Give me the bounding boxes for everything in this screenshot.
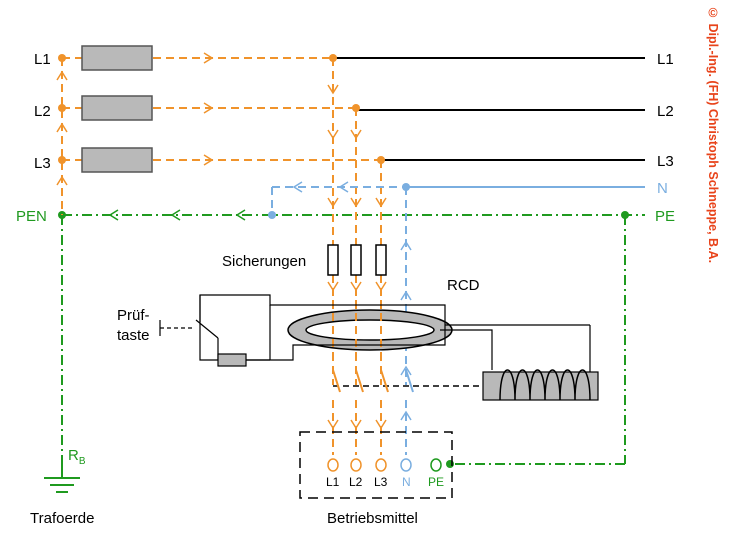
- pe-arrows: [108, 209, 246, 221]
- fuse-blocks: [81, 45, 153, 173]
- fuses: [327, 244, 387, 276]
- test-button-label-2: taste: [117, 327, 150, 344]
- rcd-contacts: [332, 369, 414, 393]
- test-button-icon: [159, 295, 219, 360]
- left-label-l3: L3: [34, 155, 51, 172]
- right-label-l2: L2: [657, 103, 674, 120]
- neutral-arrows: [292, 181, 412, 421]
- test-resistor: [217, 353, 247, 367]
- left-label-pen: PEN: [16, 208, 47, 225]
- neutral-junction: [402, 183, 410, 191]
- terminal-label-l3: L3: [374, 475, 388, 489]
- pen-conductor: [61, 214, 645, 465]
- ground-icon: [44, 462, 80, 493]
- rcd-winding-wire: [440, 329, 493, 370]
- test-button-label-1: Prüf-: [117, 307, 150, 324]
- left-label-l1: L1: [34, 51, 51, 68]
- right-label-pe: PE: [655, 208, 675, 225]
- terminal-label-pe: PE: [428, 475, 444, 489]
- neutral-pen-junction: [268, 211, 276, 219]
- ground-label: Trafoerde: [30, 510, 94, 527]
- ground-resistor-symbol: R: [68, 447, 79, 464]
- rcd-sense-loop: [199, 294, 446, 361]
- copyright-notice: © Dipl.-Ing. (FH) Christoph Schneppe, B.…: [706, 6, 726, 306]
- equipment-label: Betriebsmittel: [327, 510, 418, 527]
- left-label-l2: L2: [34, 103, 51, 120]
- supply-lines: [333, 57, 645, 161]
- phase-junctions: [58, 54, 385, 164]
- terminal-label-l2: L2: [349, 475, 363, 489]
- rcd-toroid: [287, 309, 453, 351]
- pe-terminal-junction: [446, 460, 454, 468]
- trip-coil: [482, 369, 599, 401]
- terminal-label-n: N: [402, 475, 411, 489]
- fuses-label: Sicherungen: [222, 253, 306, 270]
- right-label-l1: L1: [657, 51, 674, 68]
- rcd-label: RCD: [447, 277, 480, 294]
- rcd-passthrough: [332, 300, 382, 360]
- ground-resistor-label: RB: [68, 447, 86, 467]
- pe-junction: [621, 211, 629, 219]
- terminal-label-l1: L1: [326, 475, 340, 489]
- copyright-text: © Dipl.-Ing. (FH) Christoph Schneppe, B.…: [706, 6, 720, 264]
- right-label-l3: L3: [657, 153, 674, 170]
- ground-resistor-subscript: B: [79, 456, 86, 467]
- equipment-terminals: [327, 458, 442, 472]
- equipment-box: [299, 431, 453, 499]
- right-label-n: N: [657, 180, 668, 197]
